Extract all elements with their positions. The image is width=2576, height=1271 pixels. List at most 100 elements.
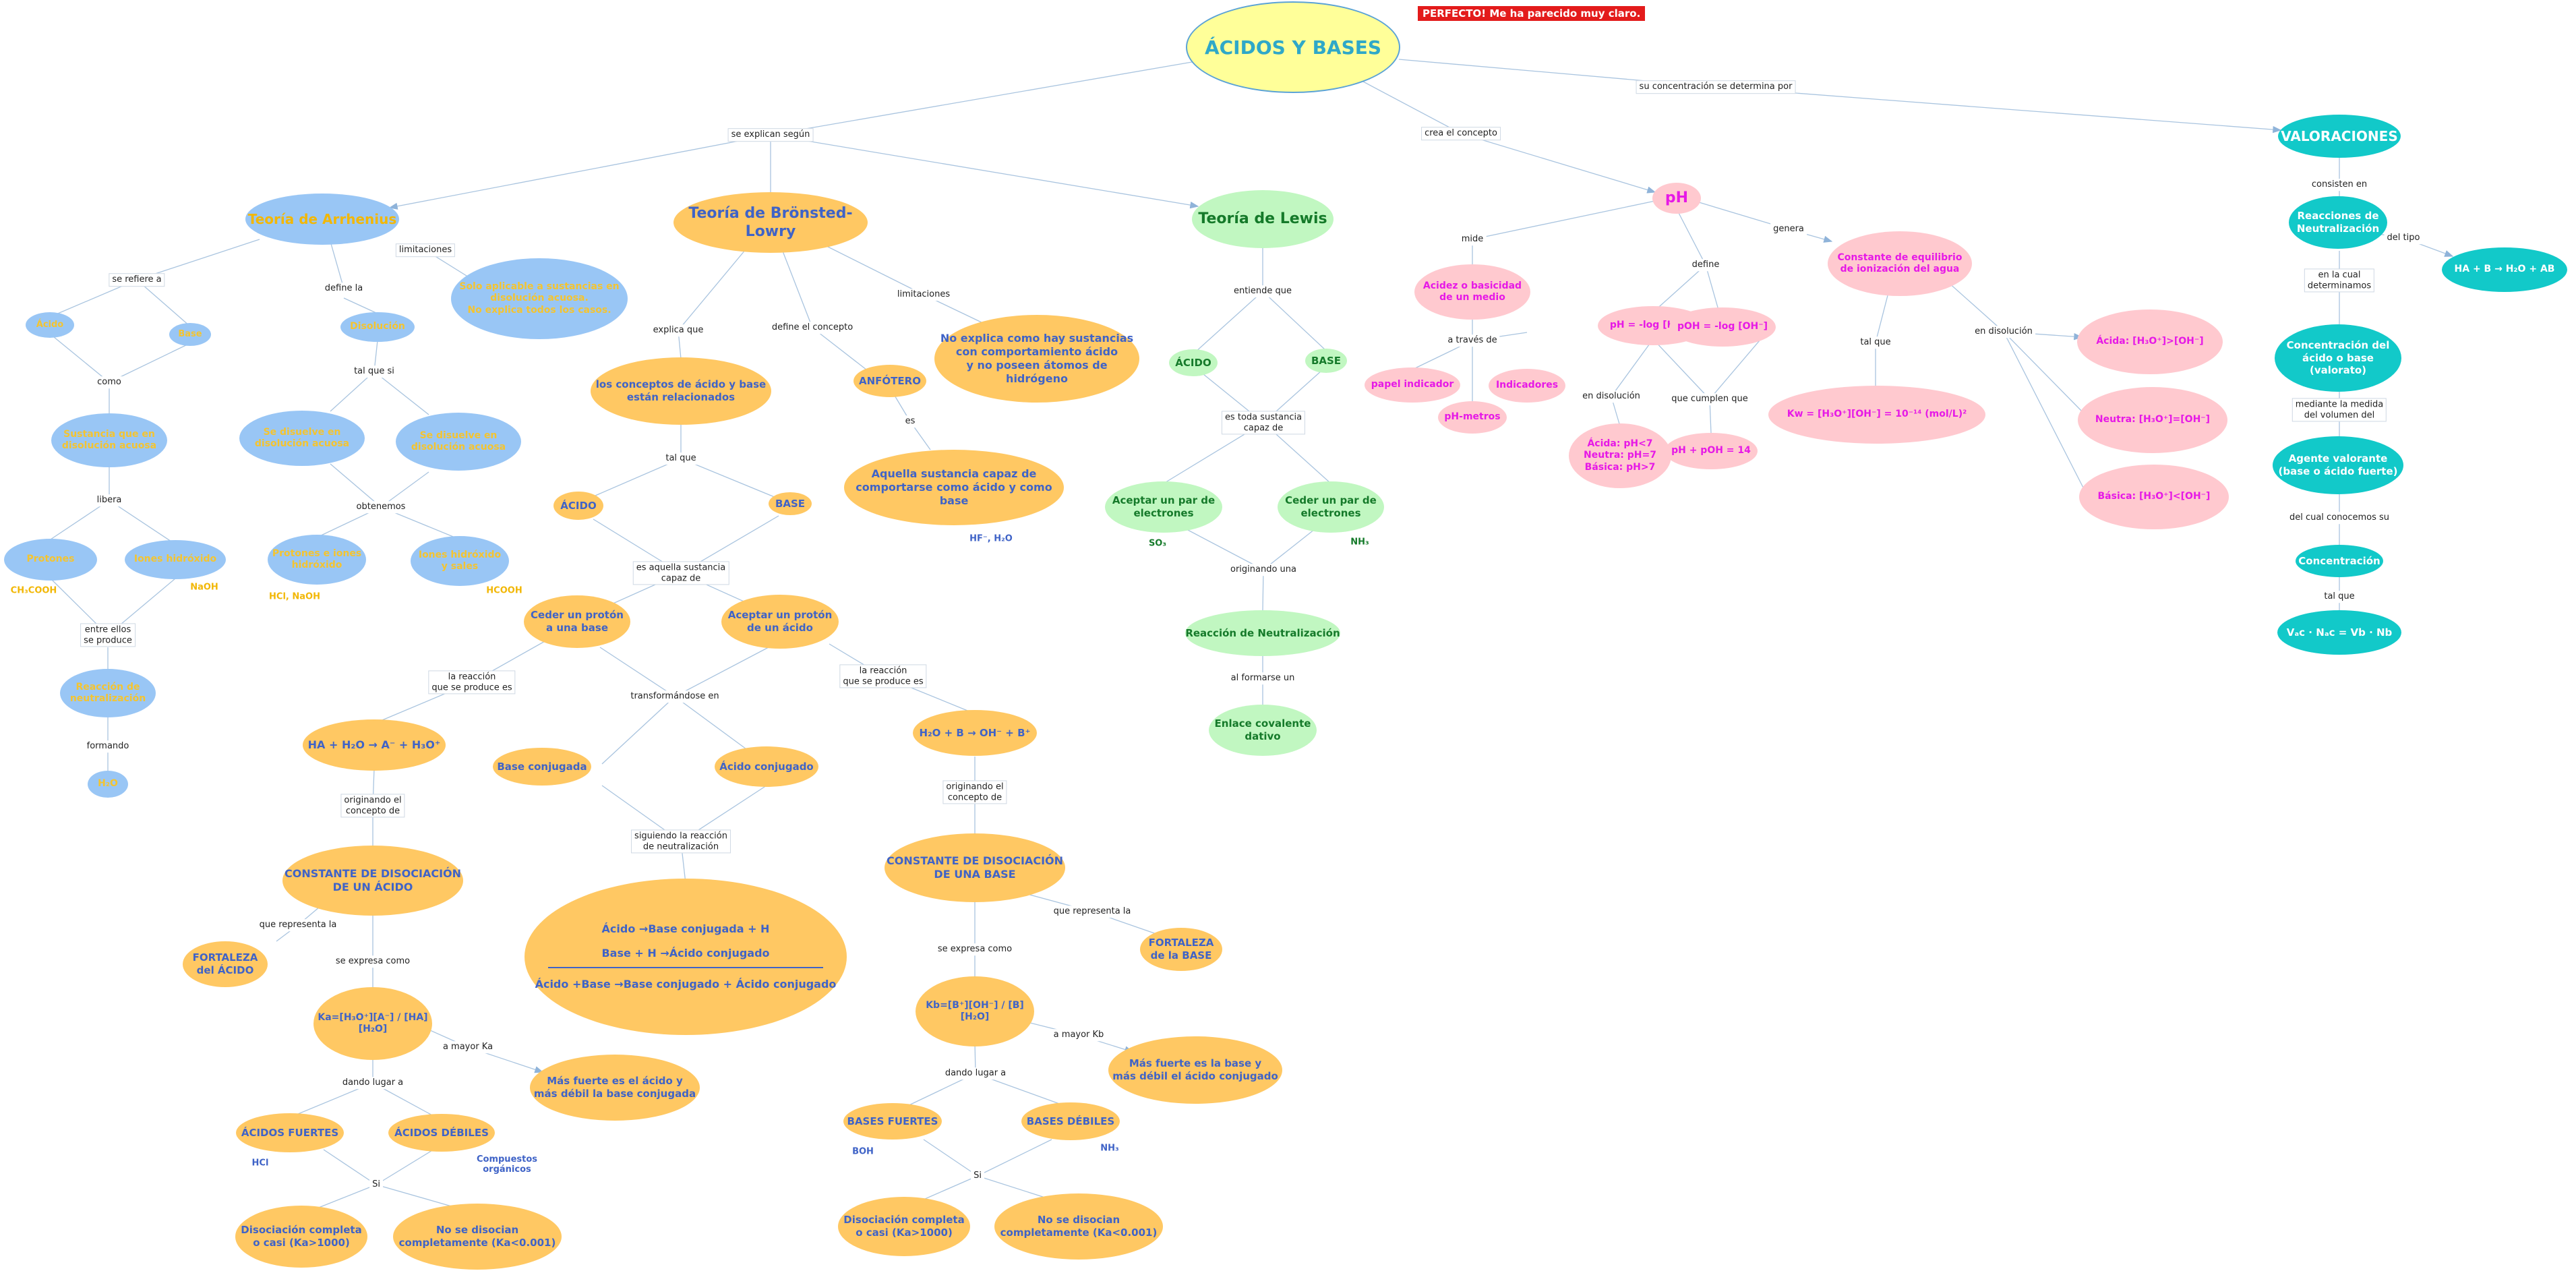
node-lw-neutralizacion[interactable]: Reacción de Neutralización bbox=[1185, 610, 1340, 656]
node-valoraciones[interactable]: VALORACIONES bbox=[2278, 115, 2401, 158]
node-arr-protones[interactable]: Protones bbox=[4, 539, 97, 581]
label-obtenemos: obtenemos bbox=[353, 501, 409, 513]
node-bl-acidos-fuertes[interactable]: ÁCIDOS FUERTES bbox=[236, 1113, 344, 1152]
node-bl-cte-acido[interactable]: CONSTANTE DE DISOCIACIÓN DE UN ÁCIDO bbox=[282, 846, 463, 916]
node-arr-hidroxido[interactable]: Iones hidróxido bbox=[125, 540, 226, 579]
node-ph[interactable]: pH bbox=[1652, 183, 1701, 214]
label-define-la: define la bbox=[322, 283, 366, 295]
node-bl-acido[interactable]: ÁCIDO bbox=[553, 492, 603, 520]
node-val-formula[interactable]: Vₐc · Nₐc = Vb · Nb bbox=[2277, 610, 2401, 655]
node-lw-aceptar[interactable]: Aceptar un par de electrones bbox=[1105, 481, 1222, 533]
node-ph-metros[interactable]: pH-metros bbox=[1438, 401, 1507, 434]
node-bl-acido-conjugado[interactable]: Ácido conjugado bbox=[715, 746, 818, 787]
label-entiende: entiende que bbox=[1230, 285, 1295, 297]
node-ph-papel[interactable]: papel indicador bbox=[1365, 367, 1460, 403]
label-limitaciones-arr: limitaciones bbox=[395, 243, 456, 257]
node-val-tipo[interactable]: HA + B → H₂O + AB bbox=[2442, 247, 2567, 292]
node-bl-ka[interactable]: Ka=[H₃O⁺][A⁻] / [HA][H₂O] bbox=[313, 987, 432, 1060]
node-bl-ceder[interactable]: Ceder un protón a una base bbox=[524, 595, 630, 648]
node-bl-anfotero[interactable]: ANFÓTERO bbox=[853, 365, 926, 397]
node-bl-reaccion-acido[interactable]: HA + H₂O → A⁻ + H₃O⁺ bbox=[303, 719, 446, 771]
node-bl-mas-fuerte-acido[interactable]: Más fuerte es el ácido y más débil la ba… bbox=[530, 1055, 700, 1121]
note-compuestos: Compuestos orgánicos bbox=[476, 1154, 538, 1175]
label-cumplen: que cumplen que bbox=[1669, 393, 1751, 405]
label-genera: genera bbox=[1770, 223, 1807, 235]
node-ph-basica[interactable]: Básica: [H₃O⁺]<[OH⁻] bbox=[2079, 465, 2229, 529]
label-transformandose: transformándose en bbox=[628, 690, 722, 703]
label-expresa-acido: se expresa como bbox=[332, 955, 413, 968]
feedback-banner: PERFECTO! Me ha parecido muy claro. bbox=[1418, 6, 1646, 21]
node-ph-neutra[interactable]: Neutra: [H₃O⁺]=[OH⁻] bbox=[2078, 387, 2227, 453]
label-limitaciones-bl: limitaciones bbox=[894, 289, 953, 301]
node-ph-cte-agua[interactable]: Constante de equilibrio de ionización de… bbox=[1828, 231, 1972, 296]
node-arr-base[interactable]: Base bbox=[169, 323, 211, 346]
node-ph-kw[interactable]: Kw = [H₃O⁺][OH⁻] = 10⁻¹⁴ (mol/L)² bbox=[1768, 386, 1985, 444]
node-lw-base[interactable]: BASE bbox=[1305, 349, 1347, 373]
node-arr-disuelto-b[interactable]: Se disuelve en disolución acuosa bbox=[396, 413, 521, 471]
node-ph-acidez[interactable]: Acidez o basicidad de un medio bbox=[1414, 264, 1530, 320]
node-bl-cte-base[interactable]: CONSTANTE DE DISOCIACIÓN DE UNA BASE bbox=[885, 833, 1065, 902]
node-bl-anfotero-def[interactable]: Aquella sustancia capaz de comportarse c… bbox=[844, 450, 1064, 525]
node-bl-kb[interactable]: Kb=[B⁺][OH⁻] / [B][H₂O] bbox=[916, 976, 1034, 1046]
node-ph-indicadores[interactable]: Indicadores bbox=[1489, 369, 1565, 403]
node-bl-fortaleza-acido[interactable]: FORTALEZA del ÁCIDO bbox=[183, 941, 268, 987]
label-entre-ellos: entre ellos se produce bbox=[80, 623, 136, 647]
label-siguiendo: siguiendo la reacción de neutralización bbox=[631, 829, 731, 854]
node-lewis[interactable]: Teoría de Lewis bbox=[1192, 190, 1334, 248]
node-bl-ba-nodisocian[interactable]: No se disocian completamente (Ka<0.001) bbox=[994, 1193, 1163, 1260]
node-bl-acidos-debiles[interactable]: ÁCIDOS DÉBILES bbox=[388, 1114, 495, 1152]
node-bronsted[interactable]: Teoría de Brönsted-Lowry bbox=[673, 192, 868, 253]
node-bl-ac-nodisocian[interactable]: No se disocian completamente (Ka<0.001) bbox=[393, 1204, 562, 1270]
node-bl-neutralizacion[interactable]: Ácido →Base conjugada + H Base + H →Ácid… bbox=[525, 879, 847, 1035]
node-bl-conceptos[interactable]: los conceptos de ácido y base están rela… bbox=[591, 357, 771, 425]
node-bl-ba-completa[interactable]: Disociación completa o casi (Ka>1000) bbox=[838, 1197, 970, 1256]
node-val-concentracion-acido[interactable]: Concentración del ácido o base (valorato… bbox=[2275, 324, 2401, 392]
node-ph-rangos[interactable]: Ácida: pH<7 Neutra: pH=7 Básica: pH>7 bbox=[1569, 423, 1671, 488]
node-bl-base[interactable]: BASE bbox=[769, 492, 812, 515]
node-arr-protones-iones[interactable]: Protones e iones hidróxido bbox=[268, 535, 366, 585]
label-dando-base: dando lugar a bbox=[942, 1067, 1009, 1080]
node-bl-bases-fuertes[interactable]: BASES FUERTES bbox=[843, 1103, 942, 1140]
node-arr-agua[interactable]: H₂O bbox=[88, 771, 128, 798]
node-lw-covalente[interactable]: Enlace covalente dativo bbox=[1209, 705, 1317, 756]
label-del-cual: del cual conocemos su bbox=[2286, 512, 2393, 524]
node-lw-ceder[interactable]: Ceder un par de electrones bbox=[1278, 481, 1384, 533]
label-se-explican: se explican según bbox=[727, 128, 814, 142]
node-ph-poh[interactable]: pOH = -log [OH⁻] bbox=[1669, 307, 1776, 347]
label-su-concentracion: su concentración se determina por bbox=[1636, 80, 1796, 94]
node-lw-acido[interactable]: ÁCIDO bbox=[1169, 349, 1218, 376]
node-val-agente[interactable]: Agente valorante (base o ácido fuerte) bbox=[2273, 436, 2403, 494]
node-arr-iones-sales[interactable]: Iones hidróxido y sales bbox=[411, 536, 509, 586]
label-se-refiere: se refiere a bbox=[109, 273, 165, 287]
node-arr-sustancia[interactable]: Sustancia que en disolución acuosa bbox=[51, 413, 167, 467]
node-bl-aceptar[interactable]: Aceptar un protón de un ácido bbox=[721, 595, 839, 649]
label-reaccion-base: la reacción que se produce es bbox=[839, 664, 927, 688]
node-val-concentracion[interactable]: Concentración bbox=[2296, 545, 2383, 577]
node-arr-disolucion[interactable]: Disolución bbox=[340, 312, 415, 342]
label-mediante: mediante la medida del volumen del bbox=[2292, 398, 2387, 422]
note-hf-h2o: HF⁻, H₂O bbox=[969, 533, 1013, 544]
node-bl-bases-debiles[interactable]: BASES DÉBILES bbox=[1021, 1102, 1120, 1140]
node-arr-disuelto-a[interactable]: Se disuelve en disolución acuosa bbox=[239, 411, 365, 466]
neutral-eq-3: Ácido +Base →Base conjugado + Ácido conj… bbox=[535, 978, 837, 991]
neutral-divider bbox=[548, 967, 823, 968]
label-es-aquella: es aquella sustancia capaz de bbox=[632, 561, 729, 585]
label-tal-que-si: tal que si bbox=[351, 365, 397, 378]
node-arr-neutralizacion[interactable]: Reacción de neutralización bbox=[60, 669, 156, 717]
node-bl-base-conjugada[interactable]: Base conjugada bbox=[493, 748, 591, 786]
node-bl-reaccion-base[interactable]: H₂O + B → OH⁻ + B⁺ bbox=[913, 710, 1037, 756]
node-arrhenius[interactable]: Teoría de Arrhenius bbox=[245, 194, 399, 245]
title-node[interactable]: ÁCIDOS Y BASES bbox=[1186, 1, 1400, 93]
label-mayor-kb: a mayor Kb bbox=[1050, 1029, 1107, 1041]
node-arr-limitaciones[interactable]: Solo aplicable a sustancias en disolució… bbox=[451, 258, 628, 339]
node-bl-fortaleza-base[interactable]: FORTALEZA de la BASE bbox=[1140, 928, 1222, 971]
node-val-reacciones[interactable]: Reacciones de Neutralización bbox=[2289, 196, 2387, 249]
node-arr-acido[interactable]: Ácido bbox=[26, 312, 74, 338]
node-bl-limitaciones[interactable]: No explica como hay sustancias con compo… bbox=[934, 315, 1139, 403]
node-bl-mas-fuerte-base[interactable]: Más fuerte es la base y más débil el áci… bbox=[1108, 1036, 1282, 1104]
edge-to-ph bbox=[1460, 133, 1656, 194]
node-ph-suma[interactable]: pH + pOH = 14 bbox=[1665, 433, 1758, 469]
node-bl-ac-completa[interactable]: Disociación completa o casi (Ka>1000) bbox=[235, 1206, 367, 1268]
label-tal-que: tal que bbox=[663, 452, 699, 465]
node-ph-acida[interactable]: Ácida: [H₃O⁺]>[OH⁻] bbox=[2077, 309, 2223, 374]
